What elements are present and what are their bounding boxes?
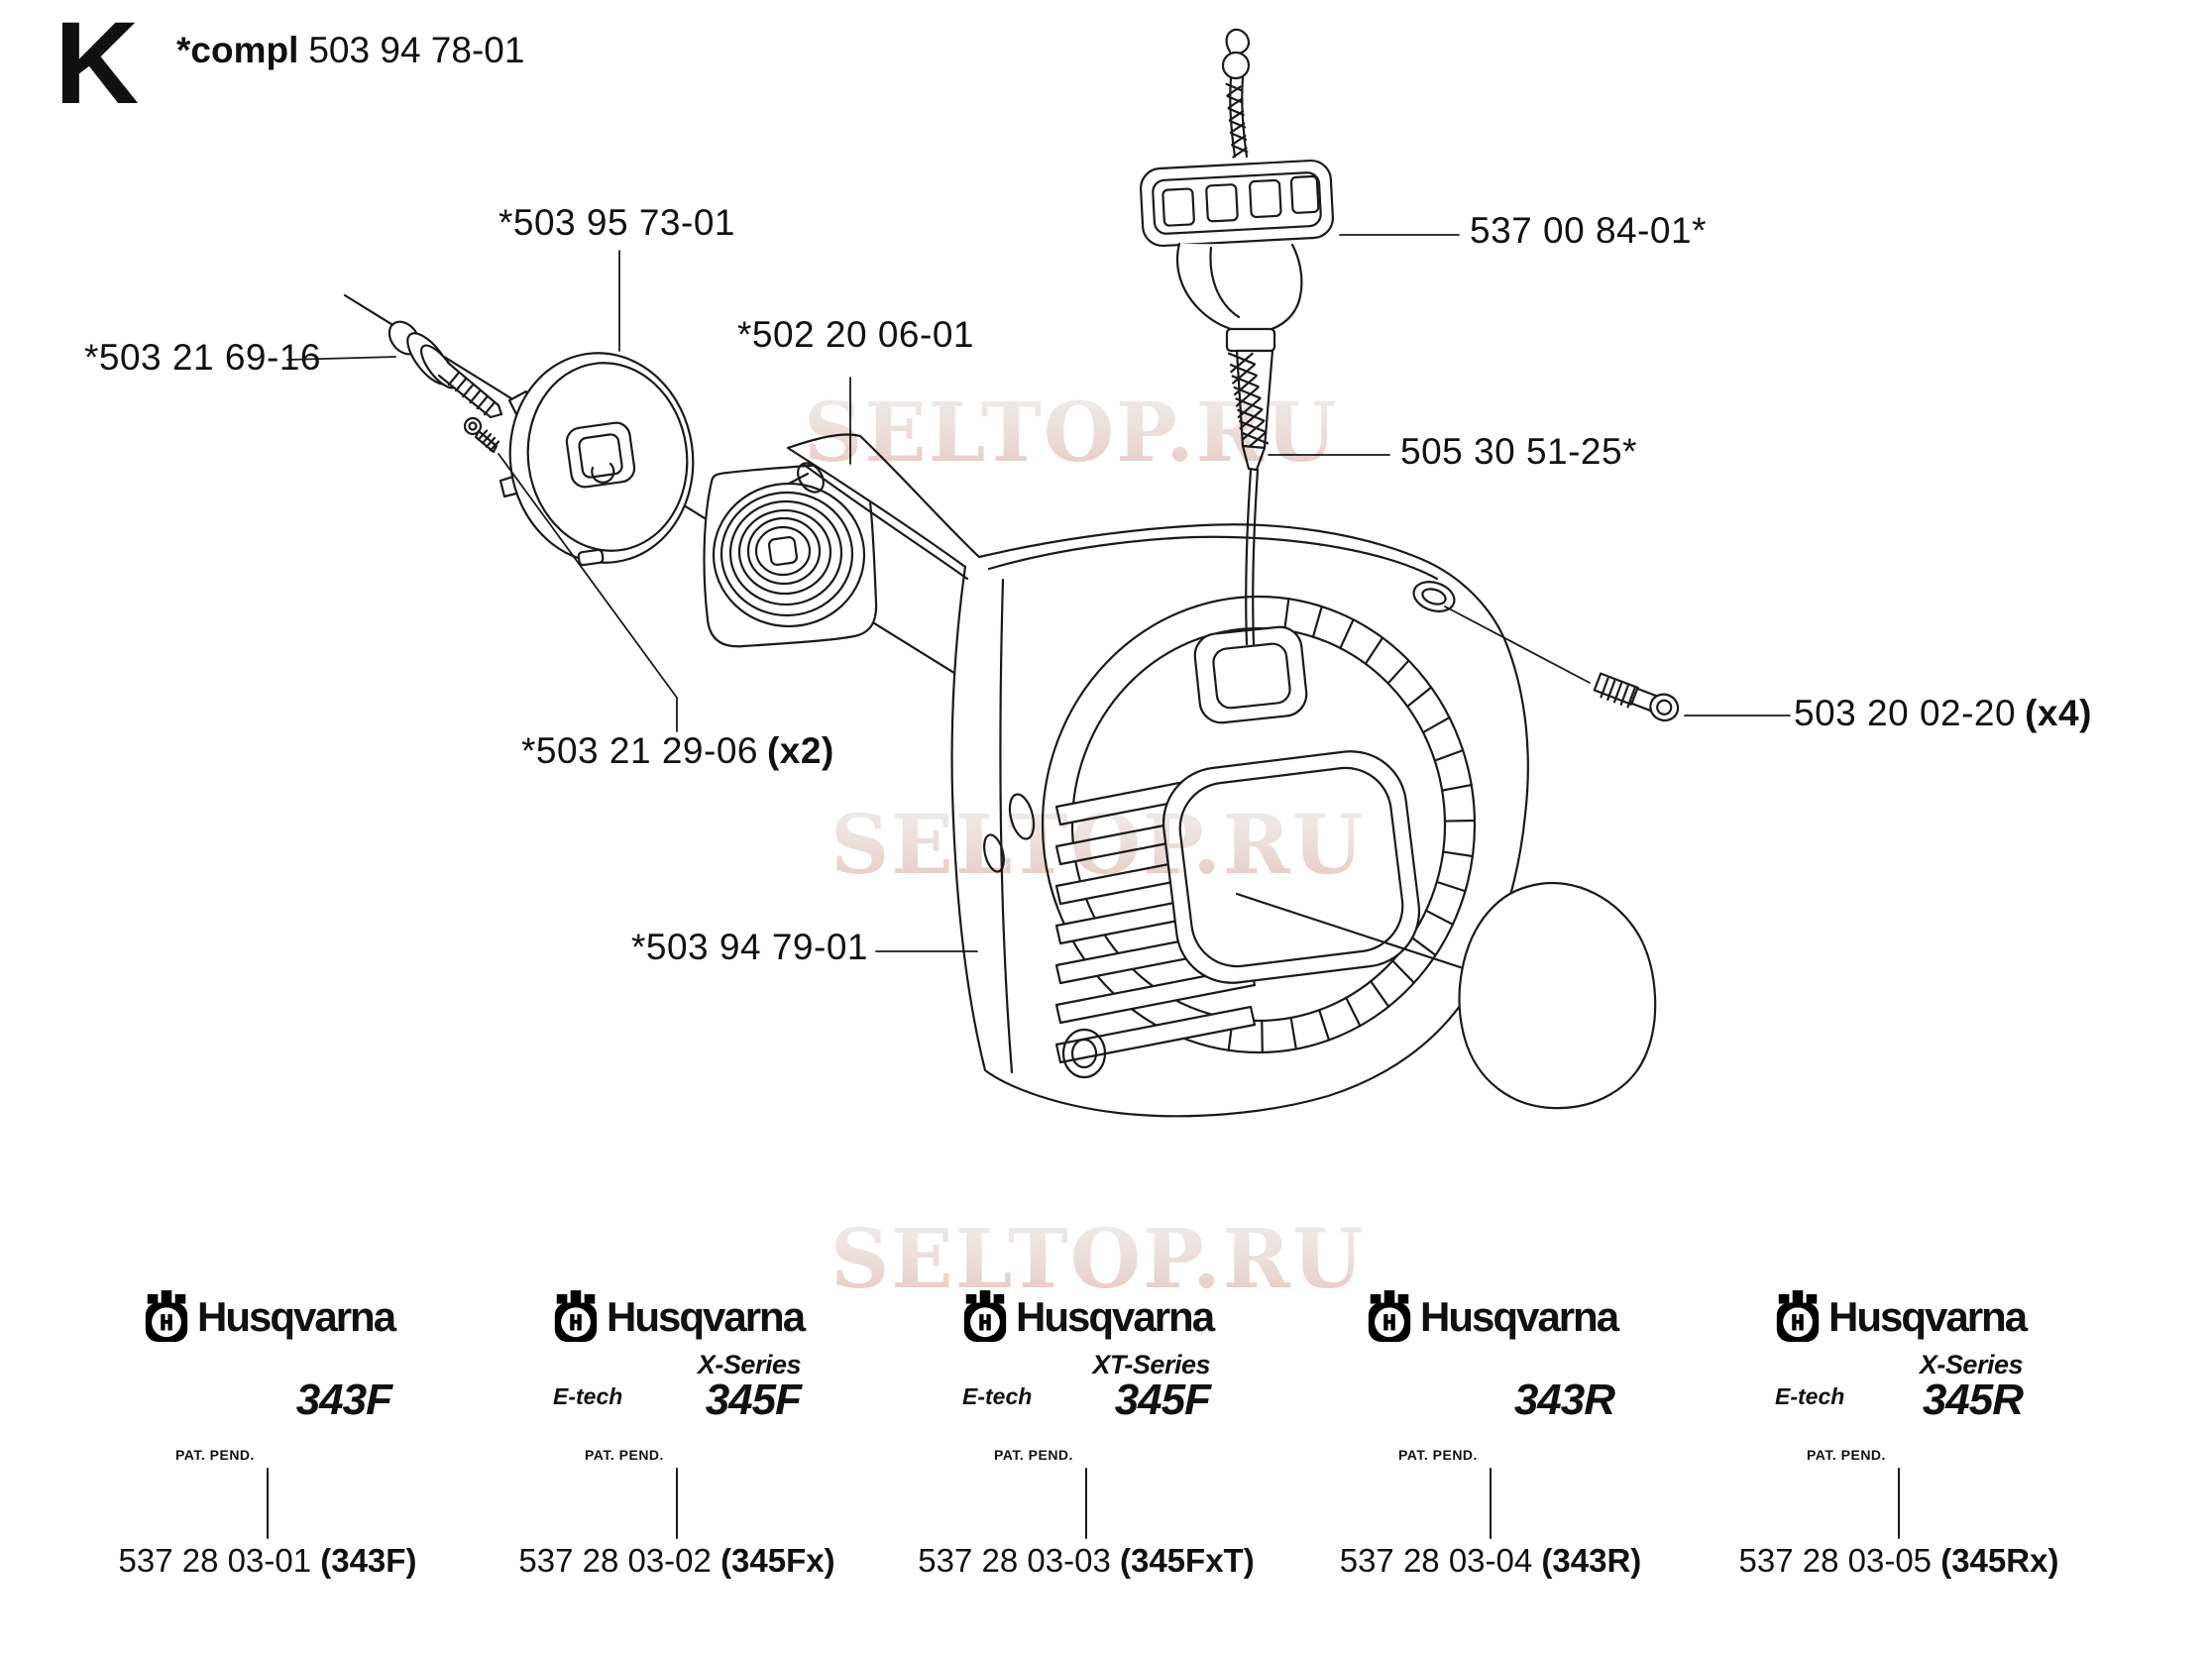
pat-pend-label: PAT. PEND. bbox=[175, 1447, 255, 1463]
model-number: 343F bbox=[295, 1376, 392, 1424]
husqvarna-crown-icon bbox=[1776, 1290, 1820, 1342]
pat-pend-label: PAT. PEND. bbox=[585, 1447, 664, 1463]
husqvarna-logo: Husqvarna bbox=[1773, 1290, 2028, 1344]
label-pulley-screw: *503 21 29-06(x2) bbox=[521, 730, 834, 771]
model-column-345fx: Husqvarna X-Series E-tech 345F PAT. PEND… bbox=[464, 1280, 890, 1617]
pat-pend-label: PAT. PEND. bbox=[994, 1447, 1073, 1463]
husqvarna-logo: Husqvarna bbox=[960, 1290, 1215, 1344]
variant-part-number: 537 28 03-02 (345Fx) bbox=[518, 1542, 835, 1579]
model-column-345rx: Husqvarna X-Series E-tech 345R PAT. PEND… bbox=[1686, 1280, 2112, 1617]
model-column-343f: Husqvarna 343F PAT. PEND. 537 28 03-01 (… bbox=[55, 1280, 481, 1617]
brand-wordmark: Husqvarna bbox=[1828, 1293, 2028, 1340]
model-column-345fxt: Husqvarna XT-Series E-tech 345F PAT. PEN… bbox=[873, 1280, 1299, 1617]
label-starter-housing: *503 94 79-01 bbox=[631, 927, 868, 967]
starter-housing-art bbox=[786, 433, 1529, 1118]
variant-part-number: 537 28 03-01 (343F) bbox=[118, 1542, 417, 1579]
variant-part-number: 537 28 03-04 (343R) bbox=[1339, 1542, 1642, 1579]
husqvarna-crown-icon bbox=[145, 1290, 188, 1342]
compl-label: *compl bbox=[176, 30, 299, 70]
husqvarna-crown-icon bbox=[1368, 1290, 1411, 1342]
label-recoil-spring: *502 20 06-01 bbox=[737, 314, 974, 355]
model-number: 343R bbox=[1513, 1376, 1615, 1424]
etech-label: E-tech bbox=[553, 1383, 623, 1409]
husqvarna-logo: Husqvarna bbox=[551, 1290, 806, 1344]
model-column-343r: Husqvarna 343R PAT. PEND. 537 28 03-04 (… bbox=[1277, 1280, 1704, 1617]
starter-handle-art bbox=[1140, 28, 1334, 646]
watermark-seltop: SELTOP.RU bbox=[830, 798, 1366, 893]
brand-wordmark: Husqvarna bbox=[1420, 1293, 1619, 1340]
husqvarna-logo: Husqvarna bbox=[142, 1290, 396, 1344]
label-starter-handle: 537 00 84-01* bbox=[1470, 210, 1707, 251]
husqvarna-crown-icon bbox=[963, 1290, 1007, 1342]
series-label: XT-Series bbox=[1092, 1350, 1210, 1379]
label-starter-pulley: *503 95 73-01 bbox=[498, 202, 735, 243]
etech-label: E-tech bbox=[1775, 1383, 1845, 1409]
compl-value: 503 94 78-01 bbox=[308, 30, 525, 70]
husqvarna-logo: Husqvarna bbox=[1365, 1290, 1619, 1344]
brand-wordmark: Husqvarna bbox=[197, 1293, 396, 1340]
pulley-screw-art bbox=[463, 416, 500, 454]
etech-label: E-tech bbox=[962, 1383, 1033, 1409]
brand-wordmark: Husqvarna bbox=[607, 1293, 806, 1340]
cover-plate-art bbox=[1458, 881, 1657, 1110]
starter-pulley-art bbox=[498, 352, 695, 567]
model-column-ticks bbox=[267, 1468, 1900, 1539]
brand-wordmark: Husqvarna bbox=[1016, 1293, 1215, 1340]
variant-part-number: 537 28 03-03 (345FxT) bbox=[918, 1542, 1255, 1579]
variant-part-number: 537 28 03-05 (345Rx) bbox=[1738, 1542, 2059, 1579]
section-letter: K bbox=[55, 0, 140, 129]
housing-outline bbox=[786, 433, 1529, 1118]
screw-washer-art bbox=[387, 320, 503, 419]
watermark-seltop: SELTOP.RU bbox=[830, 1212, 1366, 1307]
label-screw-washer: *503 21 69-16 bbox=[84, 337, 321, 378]
housing-screw-art bbox=[1593, 672, 1680, 722]
recoil-spring-art bbox=[703, 462, 878, 648]
model-number: 345R bbox=[1922, 1376, 2024, 1424]
pat-pend-label: PAT. PEND. bbox=[1398, 1447, 1478, 1463]
pat-pend-label: PAT. PEND. bbox=[1807, 1447, 1886, 1463]
label-starter-rope: 505 30 51-25* bbox=[1400, 431, 1637, 472]
husqvarna-crown-icon bbox=[554, 1290, 598, 1342]
watermark-seltop: SELTOP.RU bbox=[804, 386, 1339, 481]
model-number: 345F bbox=[1114, 1376, 1211, 1424]
series-label: X-Series bbox=[697, 1350, 802, 1379]
series-label: X-Series bbox=[1919, 1350, 2024, 1379]
model-number: 345F bbox=[705, 1376, 802, 1424]
leader-lines bbox=[286, 234, 1791, 952]
label-housing-screw: 503 20 02-20(x4) bbox=[1794, 693, 2092, 733]
